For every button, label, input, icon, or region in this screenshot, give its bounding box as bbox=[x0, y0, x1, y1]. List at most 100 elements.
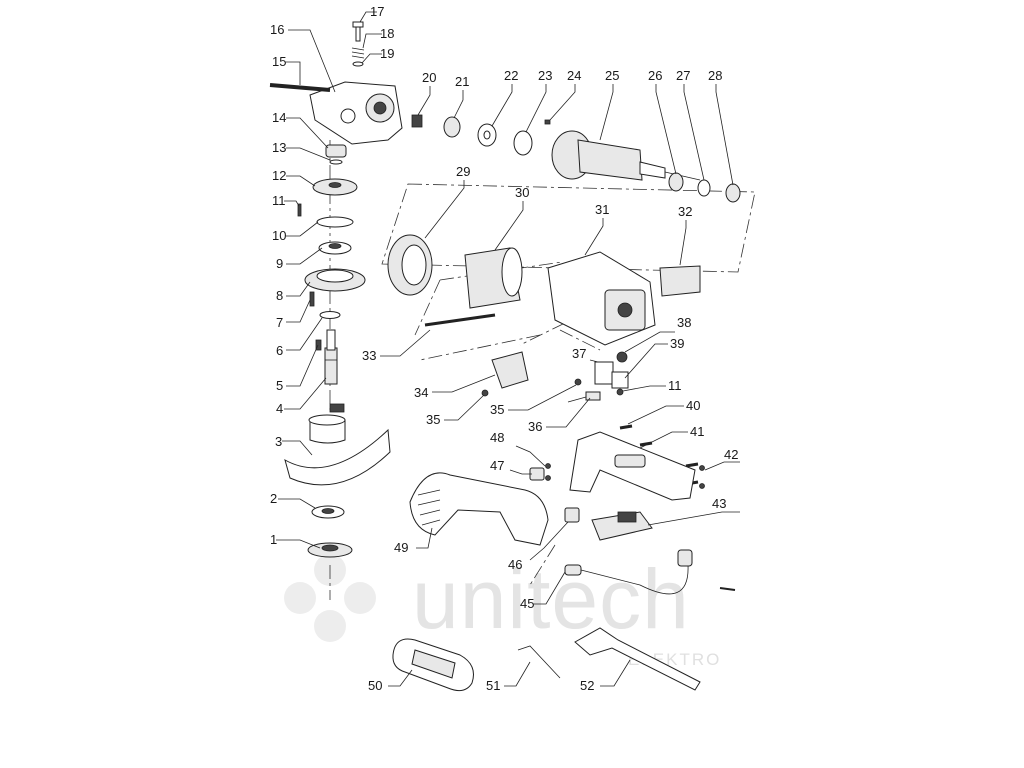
watermark-brand: unitech bbox=[412, 552, 690, 646]
part-10-washer bbox=[316, 216, 354, 228]
callout-52: 52 bbox=[580, 678, 594, 693]
part-48-screws bbox=[545, 463, 551, 481]
callout-1: 1 bbox=[270, 532, 277, 547]
callout-6: 6 bbox=[276, 343, 283, 358]
callout-29: 29 bbox=[456, 164, 470, 179]
part-34-vent-cover bbox=[491, 351, 529, 389]
callout-22: 22 bbox=[504, 68, 518, 83]
callout-37: 37 bbox=[572, 346, 586, 361]
part-35-screw-left bbox=[481, 389, 489, 397]
callout-35-right: 35 bbox=[490, 402, 504, 417]
part-20-bearing bbox=[411, 114, 423, 128]
part-11-screw bbox=[297, 203, 302, 217]
part-41-rear-handle-half bbox=[569, 431, 696, 501]
callout-34: 34 bbox=[414, 385, 428, 400]
callout-20: 20 bbox=[422, 70, 436, 85]
callout-3: 3 bbox=[275, 434, 282, 449]
part-43-switch bbox=[591, 511, 653, 541]
part-23-fan-baffle bbox=[513, 130, 533, 156]
part-12-gear bbox=[312, 178, 358, 196]
part-35-screw-right bbox=[574, 378, 582, 386]
part-45-power-cable bbox=[564, 549, 736, 595]
callout-11-lower: 11 bbox=[668, 378, 682, 393]
part-6-circlip bbox=[319, 311, 341, 319]
part-5-key bbox=[315, 339, 322, 351]
part-47-cable-clamp bbox=[529, 467, 545, 481]
callout-12: 12 bbox=[272, 168, 286, 183]
part-11-screw-lower bbox=[616, 388, 624, 396]
callout-4: 4 bbox=[276, 401, 283, 416]
part-15-bolt bbox=[269, 83, 331, 92]
part-50-side-handle bbox=[392, 638, 474, 692]
callout-38: 38 bbox=[677, 315, 691, 330]
callout-21: 21 bbox=[455, 74, 469, 89]
callout-28: 28 bbox=[708, 68, 722, 83]
part-19-circlip bbox=[352, 61, 364, 67]
part-13-circlip bbox=[329, 159, 343, 165]
callout-31: 31 bbox=[595, 202, 609, 217]
part-28-bearing-sleeve bbox=[725, 183, 741, 203]
part-7-screw bbox=[309, 291, 315, 307]
callout-36: 36 bbox=[528, 419, 542, 434]
part-31-motor-housing bbox=[547, 251, 656, 346]
callout-51: 51 bbox=[486, 678, 500, 693]
callout-42: 42 bbox=[724, 447, 738, 462]
callout-5: 5 bbox=[276, 378, 283, 393]
part-37-brush-holder bbox=[594, 361, 614, 385]
part-4-spindle bbox=[324, 329, 338, 385]
callout-48: 48 bbox=[490, 430, 504, 445]
callout-11-top: 11 bbox=[272, 193, 286, 208]
part-16-gear-housing bbox=[309, 81, 403, 145]
part-39-brush-holder bbox=[611, 371, 629, 389]
callout-50: 50 bbox=[368, 678, 382, 693]
callout-32: 32 bbox=[678, 204, 692, 219]
part-51-hex-key bbox=[517, 645, 561, 679]
callout-39: 39 bbox=[670, 336, 684, 351]
callout-35-left: 35 bbox=[426, 412, 440, 427]
callout-9: 9 bbox=[276, 256, 283, 271]
part-9-bearing bbox=[318, 241, 352, 255]
part-42-screws bbox=[699, 465, 705, 489]
part-1-outer-flange-nut bbox=[307, 542, 353, 558]
callout-18: 18 bbox=[380, 26, 394, 41]
part-24-key bbox=[544, 119, 551, 125]
callout-27: 27 bbox=[676, 68, 690, 83]
callout-45: 45 bbox=[520, 596, 534, 611]
callout-labels: 1 2 3 4 5 6 7 8 9 10 11 12 13 14 15 16 1… bbox=[270, 4, 738, 693]
part-32-end-cap bbox=[659, 265, 701, 297]
part-27-washer bbox=[697, 179, 711, 197]
part-29-air-guide bbox=[387, 234, 433, 296]
part-22-washer bbox=[477, 123, 497, 147]
callout-43: 43 bbox=[712, 496, 726, 511]
callout-23: 23 bbox=[538, 68, 552, 83]
part-36-carbon-brush bbox=[567, 391, 601, 403]
callout-26: 26 bbox=[648, 68, 662, 83]
callout-41: 41 bbox=[690, 424, 704, 439]
part-2-inner-flange bbox=[311, 505, 345, 519]
watermark: unitech ELEKTRO bbox=[284, 552, 719, 669]
part-14-bearing bbox=[325, 144, 347, 158]
part-26-bearing bbox=[668, 172, 684, 192]
part-17-spindle-lock-pin bbox=[352, 21, 364, 42]
callout-24: 24 bbox=[567, 68, 581, 83]
callout-33: 33 bbox=[362, 348, 376, 363]
callout-16: 16 bbox=[270, 22, 284, 37]
callout-8: 8 bbox=[276, 288, 283, 303]
callout-46: 46 bbox=[508, 557, 522, 572]
callout-10: 10 bbox=[272, 228, 286, 243]
callout-17: 17 bbox=[370, 4, 384, 19]
callout-25: 25 bbox=[605, 68, 619, 83]
callout-7: 7 bbox=[276, 315, 283, 330]
callout-15: 15 bbox=[272, 54, 286, 69]
callout-40: 40 bbox=[686, 398, 700, 413]
part-33-long-screw bbox=[424, 313, 496, 327]
callout-13: 13 bbox=[272, 140, 286, 155]
leader-lines bbox=[276, 11, 740, 687]
part-46-cable-clamp bbox=[564, 507, 580, 523]
part-18-spring bbox=[351, 47, 365, 59]
part-8-bearing-cover bbox=[304, 268, 366, 292]
part-52-pin-spanner bbox=[574, 627, 701, 691]
callout-19: 19 bbox=[380, 46, 394, 61]
callout-30: 30 bbox=[515, 185, 529, 200]
